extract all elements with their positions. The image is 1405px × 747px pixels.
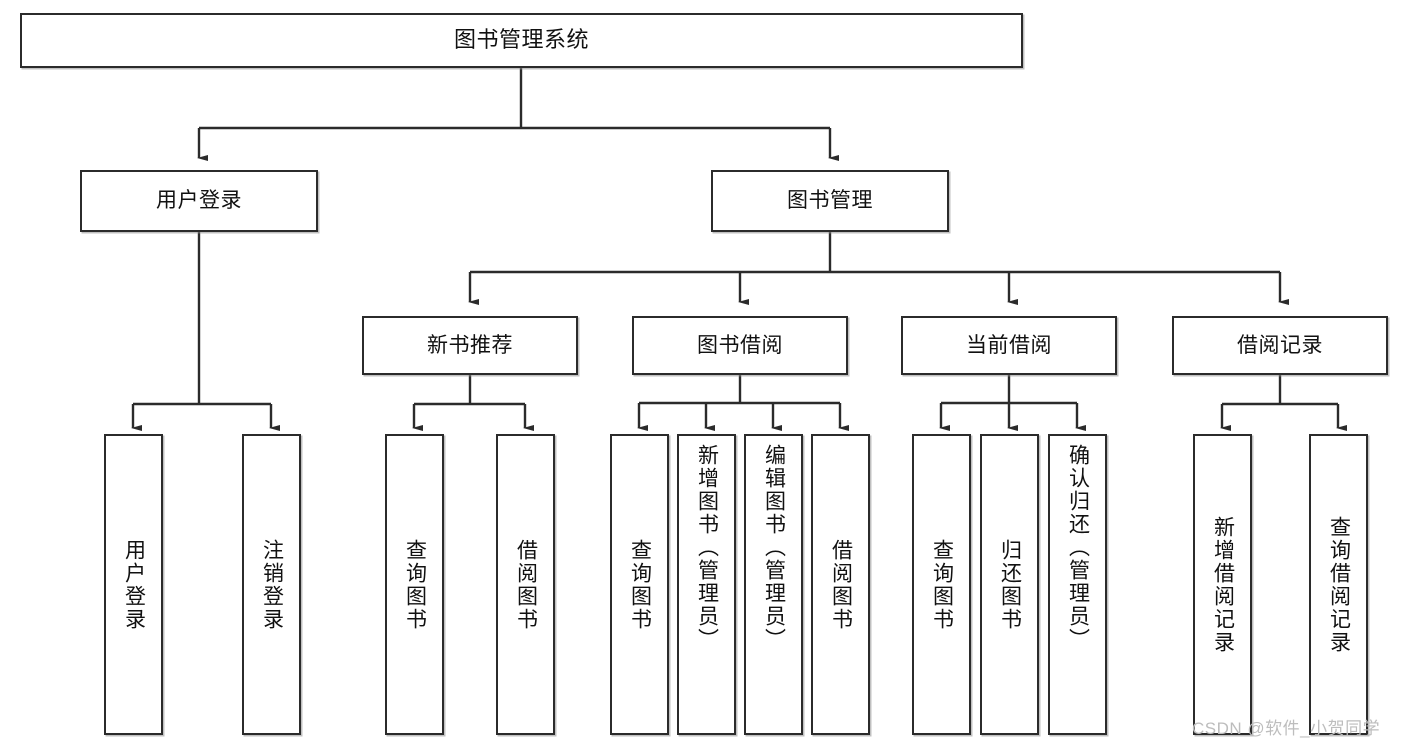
leaf-add-borrow-record[interactable]: 新增借阅记录 xyxy=(1193,434,1252,735)
leaf-confirm-return[interactable]: 确认归还（管理员） xyxy=(1048,434,1107,735)
leaf-edit-book[interactable]: 编辑图书（管理员） xyxy=(744,434,803,735)
node-book-management[interactable]: 图书管理 xyxy=(711,170,949,232)
leaf-query-borrow-record[interactable]: 查询借阅记录 xyxy=(1309,434,1368,735)
node-label: 注销登录 xyxy=(260,538,284,631)
node-label: 借阅记录 xyxy=(1237,333,1323,357)
csdn-watermark: CSDN @软件_小贺同学 xyxy=(1192,719,1381,738)
node-label: 确认归还（管理员） xyxy=(1066,444,1090,651)
node-label: 图书借阅 xyxy=(697,333,783,357)
node-label: 用户登录 xyxy=(156,189,242,213)
node-label: 新增借阅记录 xyxy=(1211,515,1235,654)
leaf-query-book-1[interactable]: 查询图书 xyxy=(385,434,444,735)
node-label: 图书管理 xyxy=(787,189,873,213)
leaf-query-book-2[interactable]: 查询图书 xyxy=(610,434,669,735)
node-label: 查询图书 xyxy=(930,538,954,631)
node-label: 借阅图书 xyxy=(829,538,853,631)
leaf-borrow-book-2[interactable]: 借阅图书 xyxy=(811,434,870,735)
leaf-add-book[interactable]: 新增图书（管理员） xyxy=(677,434,736,735)
node-book-borrow[interactable]: 图书借阅 xyxy=(632,316,848,375)
node-new-book-recommend[interactable]: 新书推荐 xyxy=(362,316,578,375)
node-root-system[interactable]: 图书管理系统 xyxy=(20,13,1023,68)
node-label: 用户登录 xyxy=(122,538,146,631)
node-label: 新增图书（管理员） xyxy=(695,444,719,651)
node-label: 查询图书 xyxy=(403,538,427,631)
node-current-borrow[interactable]: 当前借阅 xyxy=(901,316,1117,375)
node-borrow-record[interactable]: 借阅记录 xyxy=(1172,316,1388,375)
leaf-user-login[interactable]: 用户登录 xyxy=(104,434,163,735)
node-label: 查询借阅记录 xyxy=(1327,515,1351,654)
leaf-logout[interactable]: 注销登录 xyxy=(242,434,301,735)
leaf-borrow-book-1[interactable]: 借阅图书 xyxy=(496,434,555,735)
leaf-return-book[interactable]: 归还图书 xyxy=(980,434,1039,735)
node-label: 归还图书 xyxy=(998,538,1022,631)
node-label: 借阅图书 xyxy=(514,538,538,631)
node-label: 查询图书 xyxy=(628,538,652,631)
leaf-query-book-3[interactable]: 查询图书 xyxy=(912,434,971,735)
node-label: 当前借阅 xyxy=(966,333,1052,357)
node-user-login[interactable]: 用户登录 xyxy=(80,170,318,232)
node-label: 编辑图书（管理员） xyxy=(762,444,786,651)
node-label: 图书管理系统 xyxy=(453,27,589,53)
node-label: 新书推荐 xyxy=(427,333,513,357)
